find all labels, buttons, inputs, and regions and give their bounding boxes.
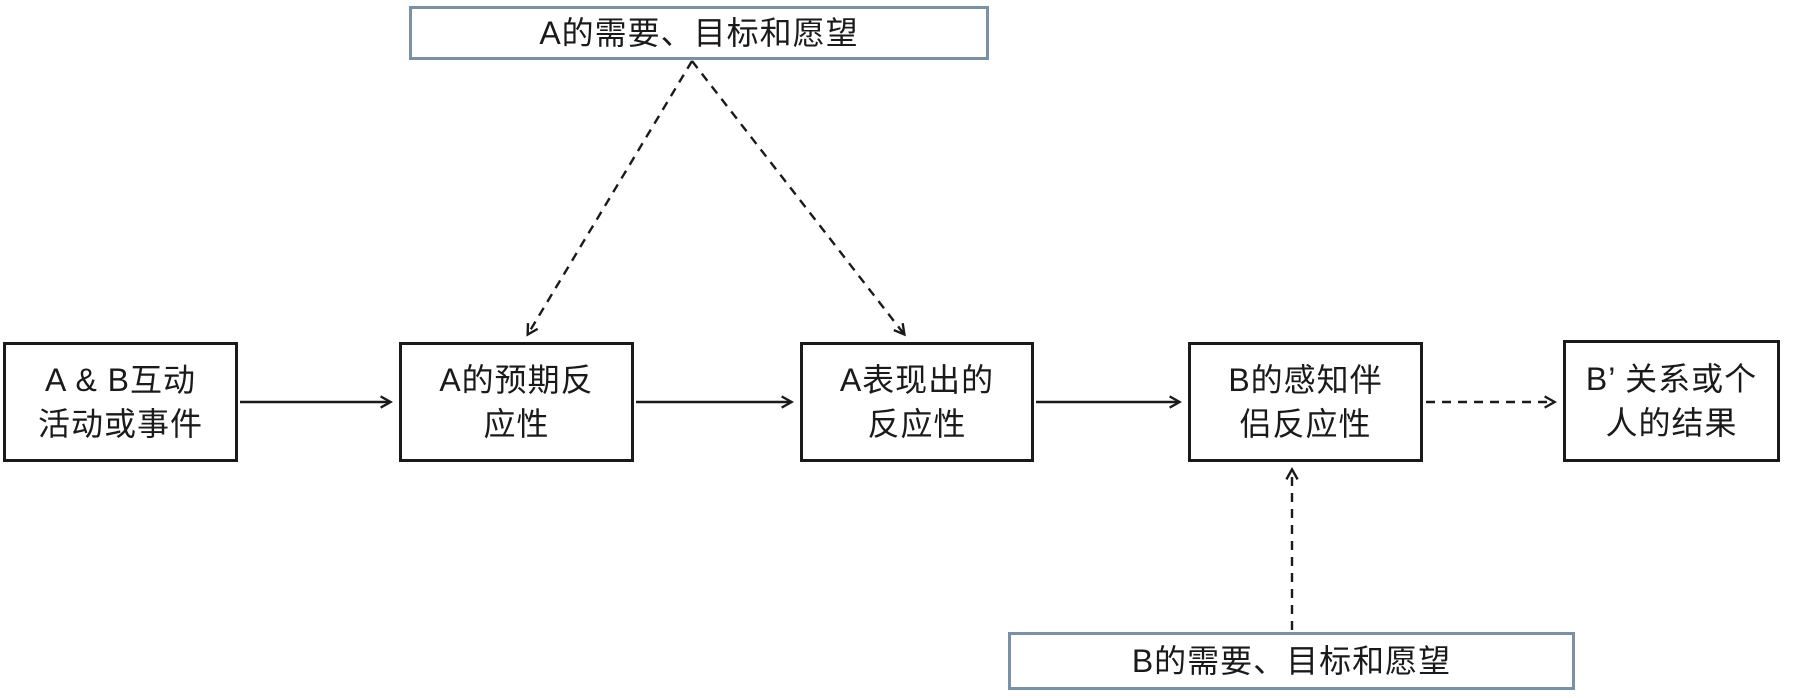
node-label-line: A表现出的 bbox=[839, 362, 995, 398]
node-label-line: A & B互动 bbox=[44, 362, 197, 398]
node-a-needs-goals-desires: A的需要、目标和愿望 bbox=[409, 6, 989, 60]
node-ab-interaction-event: A & B互动 活动或事件 bbox=[3, 342, 238, 462]
node-b-relationship-personal-outcomes: B’ 关系或个 人的结果 bbox=[1563, 340, 1780, 462]
node-label-line: B的感知伴 bbox=[1228, 362, 1383, 398]
node-label-line: B’ 关系或个 bbox=[1585, 361, 1758, 397]
edge-a-needs-to-enacted-arrow bbox=[691, 60, 906, 337]
node-a-enacted-responsiveness: A表现出的 反应性 bbox=[800, 342, 1034, 462]
node-label: A的需要、目标和愿望 bbox=[539, 15, 859, 51]
node-label-line: 活动或事件 bbox=[37, 406, 203, 442]
node-a-expected-responsiveness: A的预期反 应性 bbox=[399, 342, 634, 462]
node-b-needs-goals-desires: B的需要、目标和愿望 bbox=[1008, 632, 1575, 690]
node-label-line: 人的结果 bbox=[1605, 405, 1738, 441]
node-label-line: 应性 bbox=[483, 406, 550, 442]
node-label: B的需要、目标和愿望 bbox=[1131, 643, 1452, 679]
edge-a-needs-to-expected-arrow bbox=[526, 60, 694, 337]
node-label-line: 侣反应性 bbox=[1239, 406, 1372, 442]
node-label-line: A的预期反 bbox=[439, 362, 594, 398]
node-b-perceived-partner-responsiveness: B的感知伴 侣反应性 bbox=[1188, 342, 1423, 462]
node-label-line: 反应性 bbox=[867, 406, 967, 442]
